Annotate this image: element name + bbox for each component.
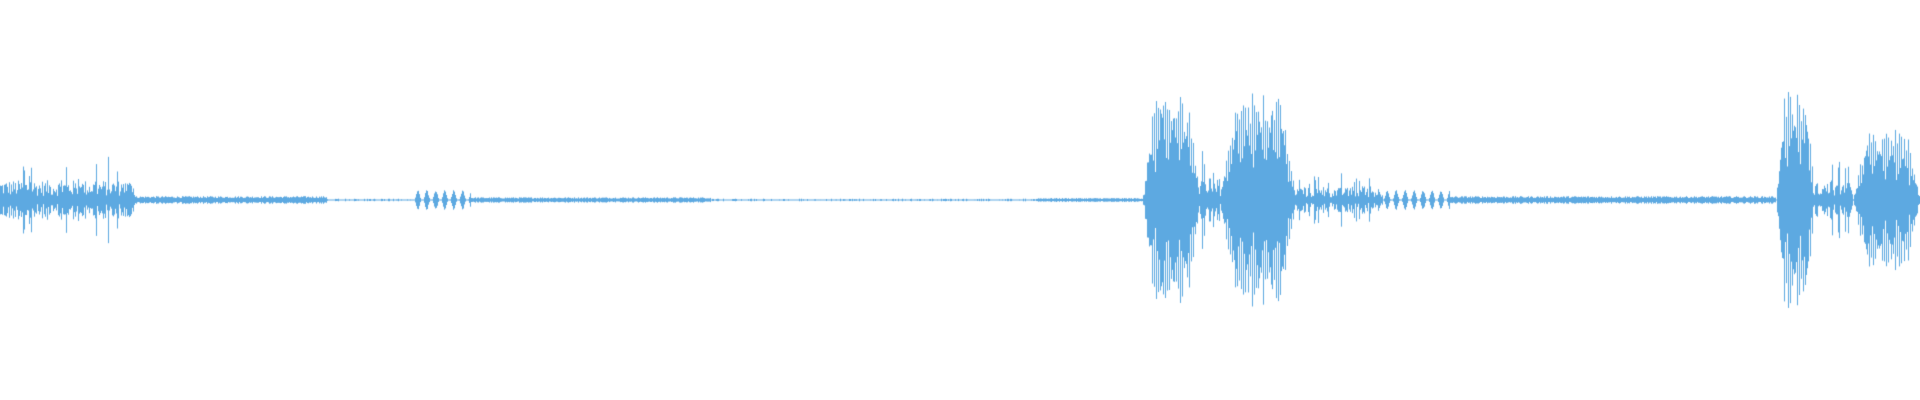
audio-waveform[interactable]: [0, 0, 1920, 400]
waveform-view: [0, 0, 1920, 400]
